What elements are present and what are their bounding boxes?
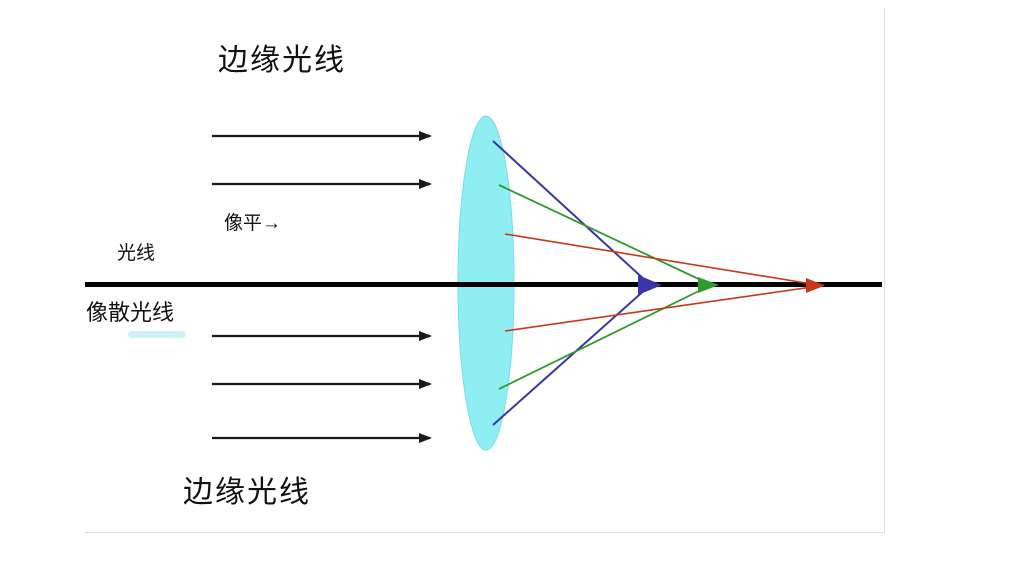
- paraxial-ray-upper: [504, 233, 813, 285]
- marginal-ray-upper: [492, 140, 648, 283]
- mid-focus-arrowhead: [698, 277, 719, 293]
- marginal-focus-arrowhead: [638, 275, 662, 295]
- label-astigmatic-ray: 像散光线: [86, 300, 175, 325]
- marginal-ray-lower: [492, 287, 648, 426]
- highlight-smudge: [128, 331, 186, 338]
- label-bottom-marginal-ray: 边缘光线: [183, 476, 311, 509]
- label-ray: 光线: [117, 243, 156, 264]
- label-top-marginal-ray: 边缘光线: [218, 44, 346, 77]
- paraxial-focus-arrowhead: [806, 278, 825, 293]
- mid-ray-lower: [498, 287, 706, 390]
- mid-ray-upper: [498, 184, 706, 283]
- label-image-plane: 像平→: [224, 213, 282, 234]
- paraxial-ray-lower: [504, 286, 813, 332]
